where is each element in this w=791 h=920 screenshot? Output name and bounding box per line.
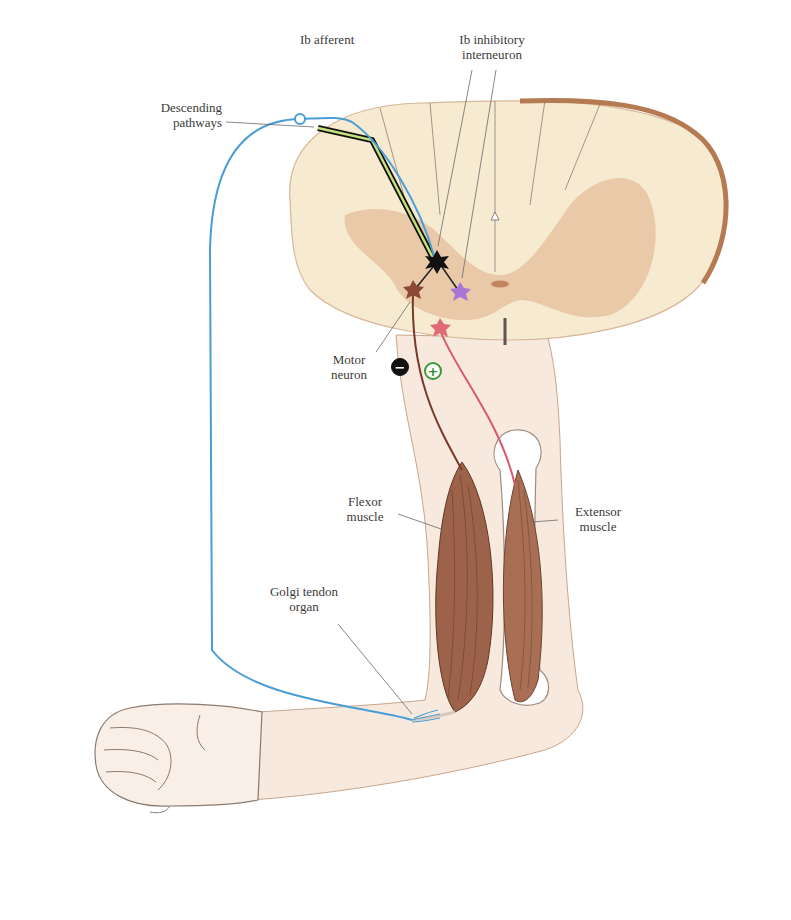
muscle-label: Flexor muscle <box>334 494 396 524</box>
arm-outline <box>252 335 583 800</box>
extensor-muscle <box>503 470 542 702</box>
extensor-motor-axon <box>440 330 515 485</box>
ib-afferent-fibre <box>210 118 434 720</box>
ib-inhibitory-interneuron <box>425 250 449 274</box>
leader-line <box>398 514 444 530</box>
golgi-tendon-organ <box>412 710 440 722</box>
flexor-fibres <box>448 475 477 700</box>
pathway-label: Descending pathways <box>110 100 222 130</box>
finger-lines <box>104 715 205 790</box>
leader-line <box>376 302 410 352</box>
receptor-label: Golgi tendon organ <box>258 584 350 614</box>
central-canal <box>491 281 509 288</box>
neuron-label: Motor neuron <box>316 352 382 382</box>
muscle-label: Extensor muscle <box>562 504 634 534</box>
excitatory-interneuron <box>450 282 471 301</box>
descending-pathway-core <box>318 128 432 256</box>
thumb-crease <box>150 806 170 813</box>
flexor-muscle <box>436 462 493 712</box>
extensor-fibres <box>518 480 532 690</box>
flexor-motor-neuron <box>403 280 424 299</box>
neuron-label: Ib inhibitory interneuron <box>440 32 544 62</box>
hand-fist <box>95 704 262 806</box>
descending-pathway <box>318 128 432 256</box>
leader-line <box>532 520 558 522</box>
leader-line <box>226 122 314 127</box>
dorsal-septa <box>380 100 600 272</box>
leader-line <box>462 70 496 278</box>
leader-line <box>438 70 472 246</box>
flexor-motor-axon <box>413 292 462 470</box>
extensor-motor-neuron <box>430 318 451 337</box>
humerus-bone <box>494 430 548 705</box>
dorsal-septum-marker <box>491 212 499 220</box>
dorsal-root-ganglion <box>295 114 305 124</box>
fibre-label: Ib afferent <box>300 32 392 47</box>
grey-matter <box>345 178 656 320</box>
ventral-fissure <box>504 318 507 345</box>
leader-line <box>338 624 412 714</box>
spinal-cord <box>290 101 727 340</box>
inhibition-sign: − <box>391 358 409 376</box>
excitation-sign: + <box>424 362 442 380</box>
